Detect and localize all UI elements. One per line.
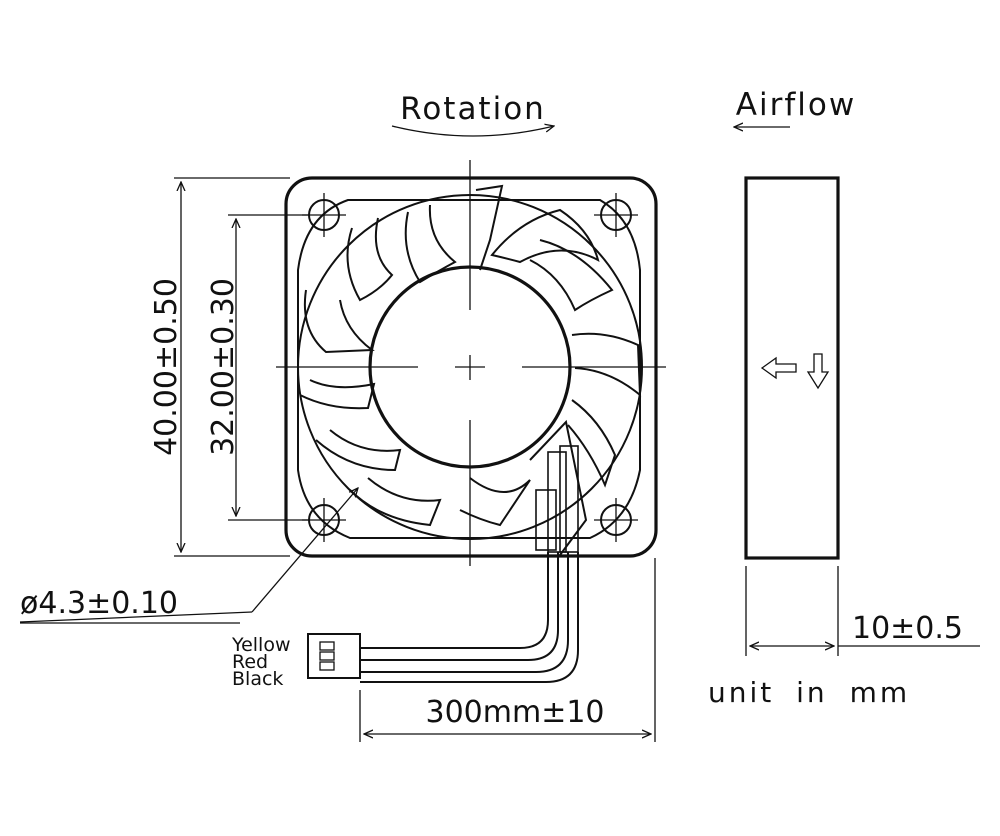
rotation-down-icon — [806, 353, 830, 390]
dimension-thickness — [745, 566, 980, 656]
hole-dia-label: ø4.3±0.10 — [20, 586, 178, 621]
rotation-label: Rotation — [400, 91, 546, 127]
dim-outer-label: 40.00±0.50 — [149, 278, 184, 456]
fan-side-view — [744, 176, 840, 560]
frame-opening — [297, 199, 641, 539]
dimension-outer — [174, 177, 290, 557]
dimension-inner — [228, 214, 310, 521]
rotation-arrow — [391, 126, 554, 137]
airflow-label: Airflow — [736, 87, 856, 123]
center-mark — [276, 160, 666, 566]
wire-label-red: Red — [232, 651, 268, 673]
units-label: unit in mm — [708, 676, 910, 709]
fan-connector — [307, 633, 361, 679]
mount-hole-top-right — [594, 193, 638, 237]
fan-strut — [475, 184, 504, 271]
airflow-left-icon — [760, 356, 797, 380]
fan-cable — [360, 552, 579, 683]
fan-blades — [299, 204, 642, 527]
wire-label-yellow: Yellow — [231, 634, 291, 656]
dim-inner-label: 32.00±0.30 — [206, 278, 241, 456]
dimension-cable — [359, 558, 656, 742]
wire-label-black: Black — [232, 668, 283, 690]
cable-length-label: 300mm±10 — [425, 695, 604, 730]
mount-hole-bottom-right — [594, 498, 638, 542]
fan-front-view — [276, 160, 666, 566]
hole-dia-leader — [19, 488, 358, 624]
thickness-label: 10±0.5 — [852, 611, 963, 646]
